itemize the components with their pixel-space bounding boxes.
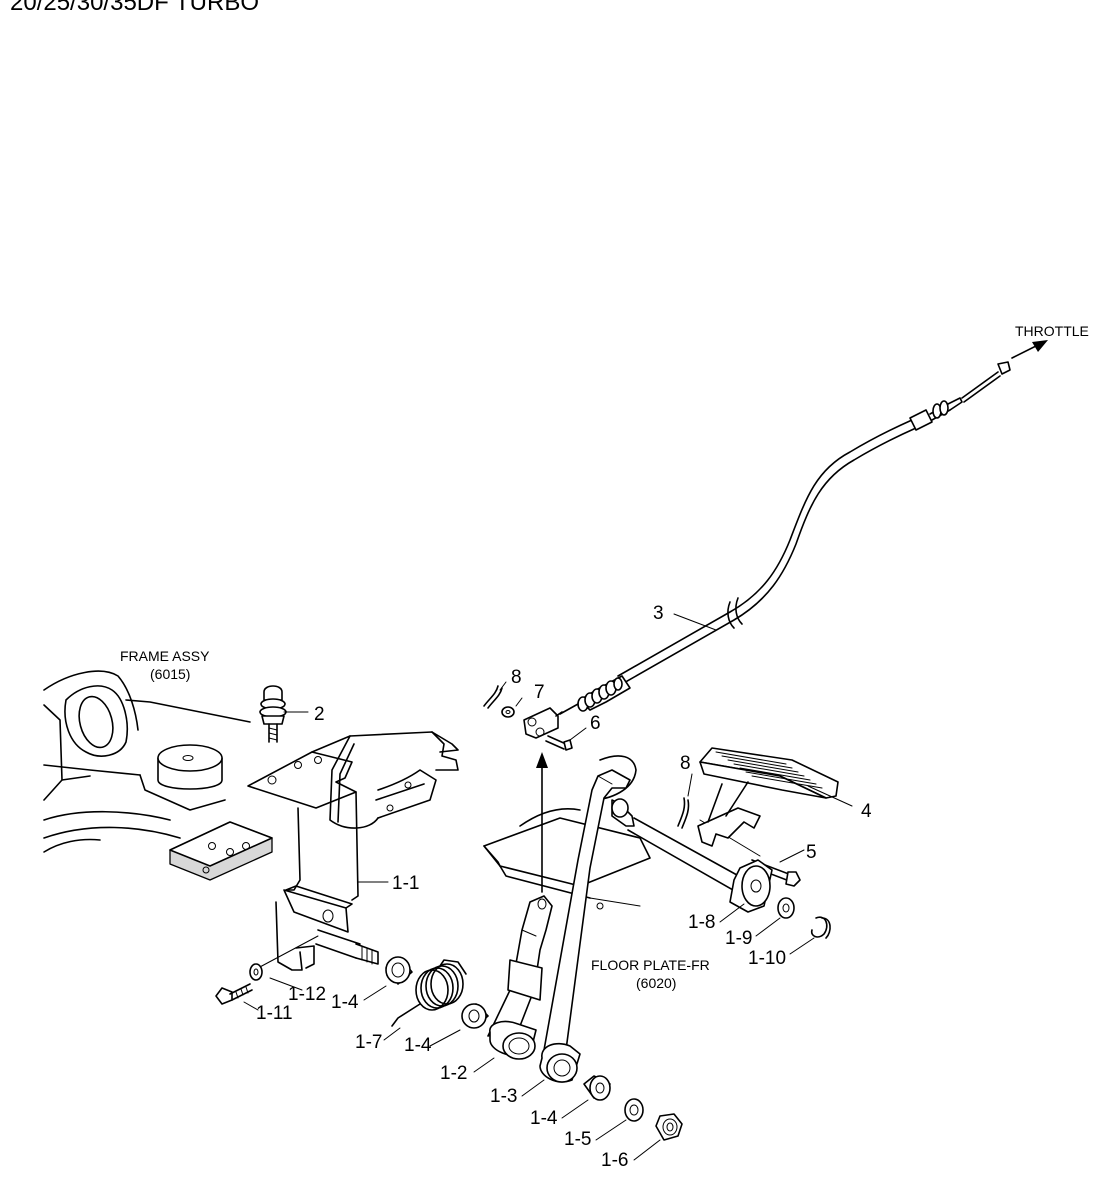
frame-assy-label: FRAME ASSY <box>120 648 210 664</box>
callout-8-top: 8 <box>511 667 522 688</box>
pedal-arm-1-3 <box>539 769 761 1083</box>
callout-1-6: 1-6 <box>601 1150 628 1171</box>
callout-1-4-lower: 1-4 <box>530 1108 558 1129</box>
diagram-title: 20/25/30/35DF TURBO <box>10 0 259 16</box>
pin-6 <box>545 735 573 751</box>
callout-1-11: 1-11 <box>256 1003 293 1024</box>
roller-1-8 <box>729 859 773 913</box>
assembly-arrow <box>536 752 548 893</box>
throttle-arrow <box>1011 340 1048 359</box>
pedal-bracket-1-1 <box>247 731 459 971</box>
callout-1-1: 1-1 <box>392 873 419 894</box>
callout-1-10: 1-10 <box>748 948 786 969</box>
bushing-1-4-middle <box>461 1003 489 1029</box>
callout-1-12: 1-12 <box>288 984 326 1005</box>
callout-8-pedal: 8 <box>680 753 691 774</box>
pivot-shaft <box>257 929 379 969</box>
bolt-1-11 <box>215 983 253 1005</box>
callout-1-4-left: 1-4 <box>331 992 359 1013</box>
floor-plate-label: FLOOR PLATE-FR <box>591 957 710 973</box>
nut-1-6 <box>655 1113 683 1141</box>
callout-2: 2 <box>314 704 325 725</box>
callout-1-8: 1-8 <box>688 912 715 933</box>
washer-1-9 <box>777 897 795 919</box>
bushing-1-4-left <box>385 956 413 985</box>
clevis <box>523 707 563 739</box>
callout-1-9: 1-9 <box>725 928 752 949</box>
callout-1-3: 1-3 <box>490 1086 517 1107</box>
washer-1-5 <box>624 1098 644 1122</box>
leader-lines <box>243 613 853 1161</box>
frame-assy-drawing <box>43 670 273 881</box>
callout-1-5: 1-5 <box>564 1129 591 1150</box>
callout-5: 5 <box>806 842 817 863</box>
clip-8-top <box>483 685 503 709</box>
callout-7: 7 <box>534 682 545 703</box>
throttle-label: THROTTLE <box>1015 323 1089 339</box>
floor-plate-code: (6020) <box>636 975 676 991</box>
callout-1-2: 1-2 <box>440 1063 467 1084</box>
washer-1-12 <box>249 963 263 981</box>
clip-1-10 <box>810 916 831 939</box>
callout-3: 3 <box>653 603 664 624</box>
callout-4: 4 <box>861 801 872 822</box>
floor-plate-drawing <box>483 755 651 910</box>
throttle-cable-3 <box>559 361 1011 715</box>
callout-1-7: 1-7 <box>355 1032 382 1053</box>
torsion-spring-1-7 <box>391 959 467 1027</box>
pedal-pad-4 <box>697 747 839 847</box>
frame-assy-code: (6015) <box>150 666 190 682</box>
callout-6: 6 <box>590 713 601 734</box>
callout-1-4-middle: 1-4 <box>404 1035 432 1056</box>
bushing-1-4-lower <box>583 1075 611 1101</box>
clip-8-pedal <box>677 797 690 829</box>
lever-1-2 <box>487 895 553 1060</box>
washer-7 <box>501 706 515 718</box>
grommet-bolt-2 <box>259 685 287 743</box>
